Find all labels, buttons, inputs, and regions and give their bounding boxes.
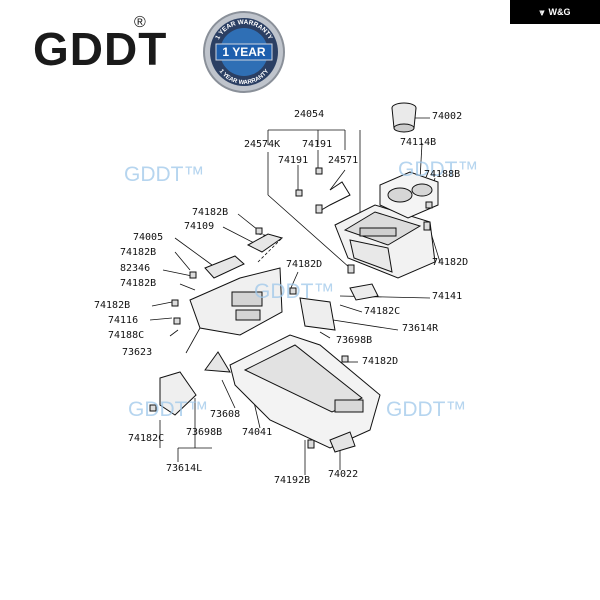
part-label: 74002 xyxy=(432,111,463,122)
part-label: 24574K xyxy=(244,139,281,150)
part-label: 82346 xyxy=(120,263,151,274)
part-label: 74191 xyxy=(302,139,333,150)
watermark: GDDT™ xyxy=(398,158,479,181)
part-label: 74005 xyxy=(133,232,164,243)
part-label: 74188B xyxy=(424,169,461,180)
watermark: GDDT™ xyxy=(254,280,335,303)
part-label: 24054 xyxy=(294,109,325,120)
part-label: 73614L xyxy=(166,463,203,474)
part-label: 74182B xyxy=(94,300,131,311)
part-label: 73614R xyxy=(402,323,439,334)
registered-mark: ® xyxy=(134,14,146,31)
part-label: 74182B xyxy=(120,278,157,289)
part-label: 73698B xyxy=(186,427,223,438)
part-label: 74191 xyxy=(278,155,309,166)
part-label: 74182C xyxy=(128,433,165,444)
watermark: GDDT™ xyxy=(386,398,467,421)
part-label: 74182D xyxy=(286,259,323,270)
warranty-badge: 1 YEAR WARRANTY 1 YEAR 1 YEAR WARRANTY xyxy=(203,11,285,93)
part-label: 24571 xyxy=(328,155,359,166)
part-label: 74182D xyxy=(432,257,469,268)
part-label: 74022 xyxy=(328,469,359,480)
topbar-label: W&G xyxy=(548,7,571,17)
part-label: 74182B xyxy=(192,207,229,218)
part-label: 74188C xyxy=(108,330,145,341)
part-label: 74182C xyxy=(364,306,401,317)
brand-logo: GDDT xyxy=(33,23,168,75)
watermark: GDDT™ xyxy=(128,398,209,421)
top-right-bar: ⩔ W&G xyxy=(510,0,600,24)
part-label: 74109 xyxy=(184,221,215,232)
part-label: 74116 xyxy=(108,315,139,326)
part-label: 74192B xyxy=(274,475,311,486)
part-label: 73608 xyxy=(210,409,241,420)
watermark: GDDT™ xyxy=(124,163,205,186)
part-label: 73623 xyxy=(122,347,153,358)
part-label: 74041 xyxy=(242,427,273,438)
wg-logo-icon: ⩔ xyxy=(539,6,545,17)
part-label: 74182D xyxy=(362,356,399,367)
badge-center-text: 1 YEAR xyxy=(222,45,265,59)
part-label: 74141 xyxy=(432,291,463,302)
part-label: 74182B xyxy=(120,247,157,258)
part-label: 73698B xyxy=(336,335,373,346)
part-label: 74114B xyxy=(400,137,437,148)
